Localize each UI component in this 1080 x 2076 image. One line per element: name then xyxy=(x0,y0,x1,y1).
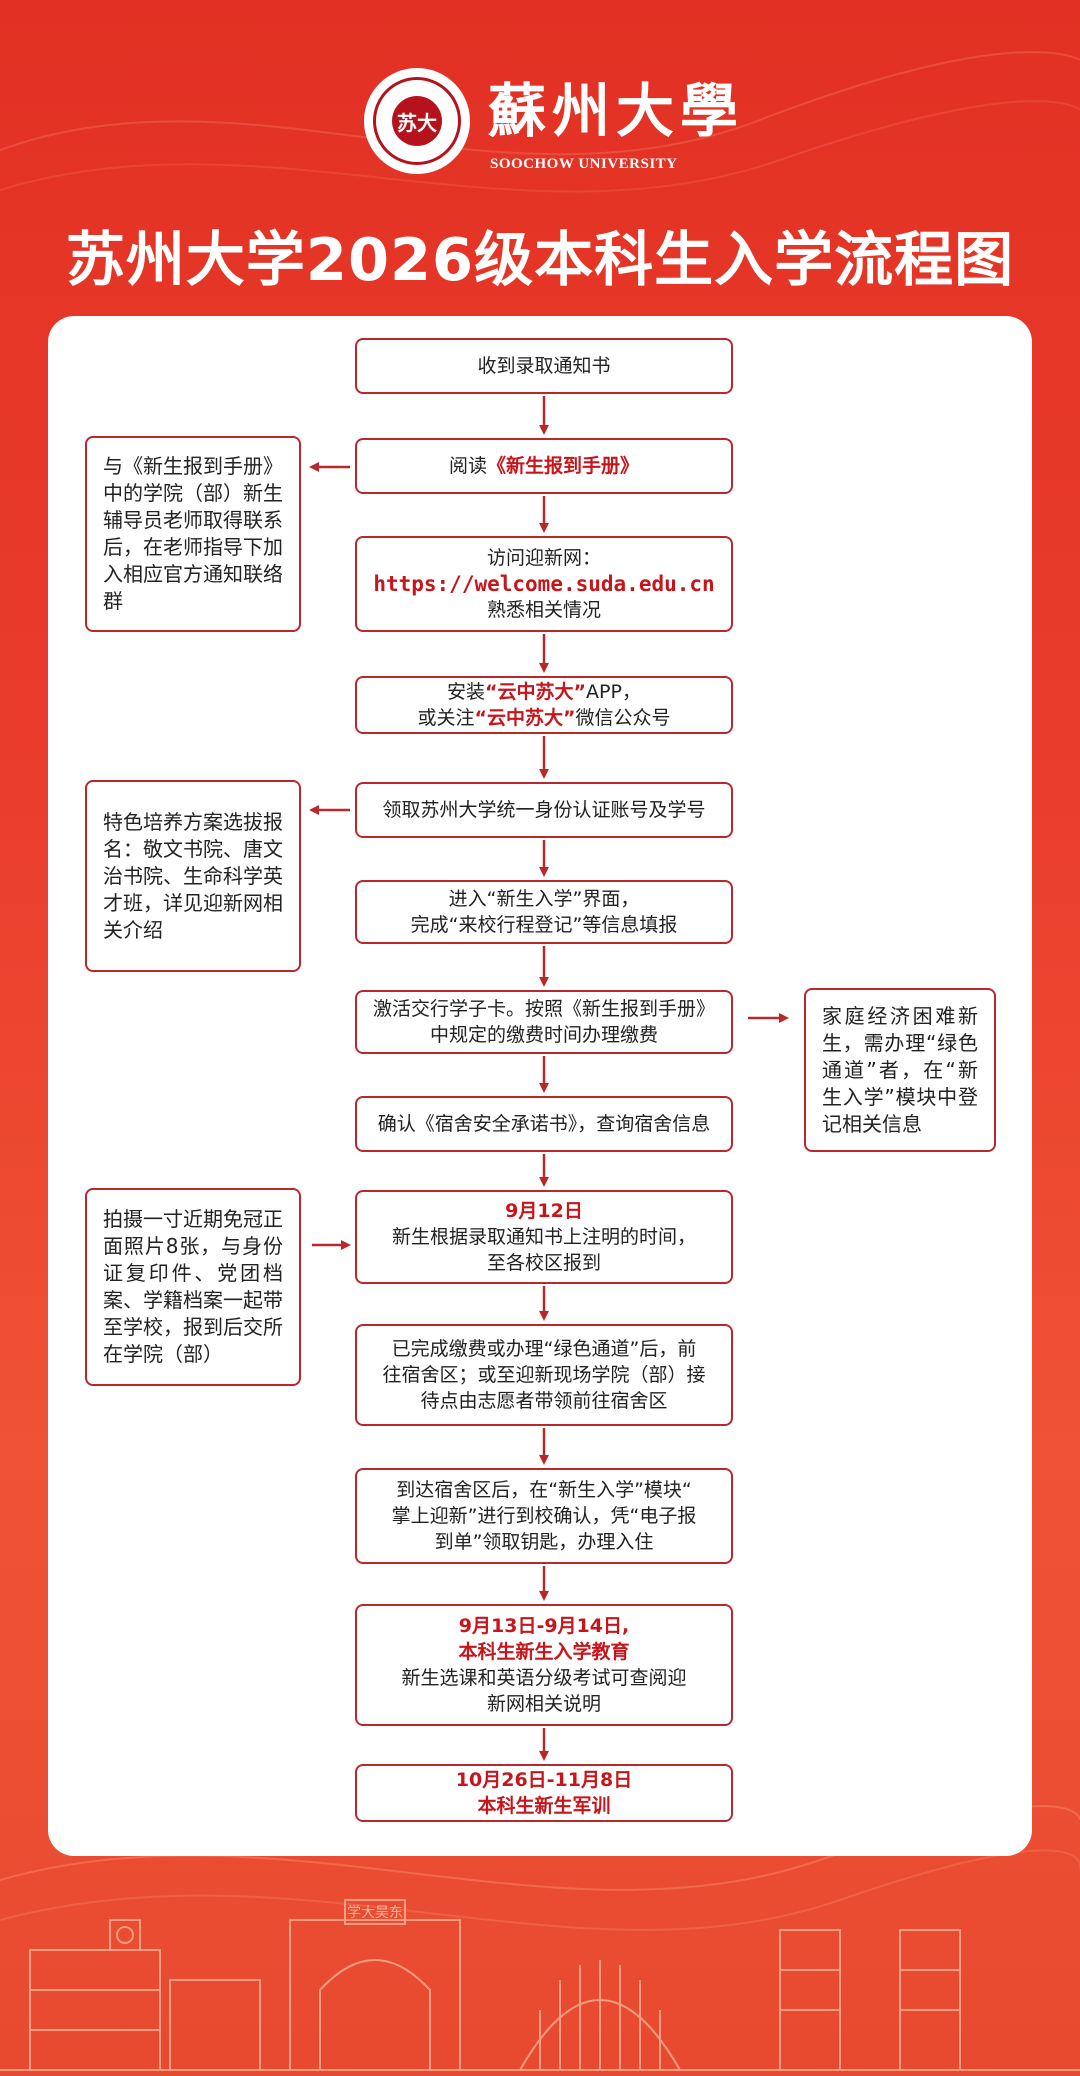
step-11-line-3: 到单”领取钥匙，办理入住 xyxy=(434,1531,654,1553)
step-receive-admission-letter: 收到录取通知书 xyxy=(355,338,733,394)
seal-core-text: 苏大 xyxy=(392,96,442,146)
step-12-line-1: 新生选课和英语分级考试可查阅迎 xyxy=(401,1667,687,1689)
university-name-calligraphy: 蘇州大學 xyxy=(488,77,745,145)
step-read-handbook: 阅读《新生报到手册》 xyxy=(355,438,733,494)
step-12-line-2: 新网相关说明 xyxy=(486,1693,601,1715)
step-11-line-1: 到达宿舍区后，在“新生入学”模块“ xyxy=(396,1479,692,1501)
side-note-contact-counselor: 与《新生报到手册》中的学院（部）新生辅导员老师取得联系后，在老师指导下加入相应官… xyxy=(85,436,301,632)
military-training-title: 本科生新生军训 xyxy=(477,1795,611,1817)
handbook-name: 《新生报到手册》 xyxy=(487,455,640,477)
step-1-text: 收到录取通知书 xyxy=(477,355,611,377)
step-5-text: 领取苏州大学统一身份认证账号及学号 xyxy=(382,799,706,821)
university-name-english: SOOCHOW UNIVERSITY xyxy=(490,156,678,172)
step-7-line-1: 激活交行学子卡。按照《新生报到手册》 xyxy=(372,998,715,1020)
gate-plaque-text: 学大吴东 xyxy=(347,1905,403,1921)
step-11-line-2: 掌上迎新”进行到校确认，凭“电子报 xyxy=(391,1505,697,1527)
step-confirm-dorm: 确认《宿舍安全承诺书》，查询宿舍信息 xyxy=(355,1096,733,1152)
side-note-special-programs: 特色培养方案选拔报名：敬文书院、唐文治书院、生命科学英才班，详见迎新网相关介绍 xyxy=(85,780,301,972)
step-8-text: 确认《宿舍安全承诺书》，查询宿舍信息 xyxy=(377,1113,711,1135)
side-note-green-channel: 家庭经济困难新生，需办理“绿色通道”者，在“新生入学”模块中登记相关信息 xyxy=(804,988,996,1152)
step-install-app: 安装“云中苏大”APP， 或关注“云中苏大”微信公众号 xyxy=(355,676,733,734)
campus-skyline-illustration: 学大吴东 xyxy=(0,1899,1080,2071)
step-get-account: 领取苏州大学统一身份认证账号及学号 xyxy=(355,782,733,838)
step-10-line-1: 已完成缴费或办理“绿色通道”后，前 xyxy=(391,1338,697,1360)
step-4-c: APP， xyxy=(586,681,641,703)
step-visit-welcome-site: 访问迎新网： https://welcome.suda.edu.cn 熟悉相关情… xyxy=(355,536,733,632)
side-note-documents-photos: 拍摄一寸近期免冠正面照片8张，与身份证复印件、党团档案、学籍档案一起带至学校，报… xyxy=(85,1188,301,1386)
step-4-f: 微信公众号 xyxy=(575,707,671,729)
step-activate-card-pay-fees: 激活交行学子卡。按照《新生报到手册》 中规定的缴费时间办理缴费 xyxy=(355,990,733,1054)
side-note-d-text: 拍摄一寸近期免冠正面照片8张，与身份证复印件、党团档案、学籍档案一起带至学校，报… xyxy=(103,1207,283,1366)
registration-date: 9月12日 xyxy=(505,1200,583,1222)
side-note-a-text: 与《新生报到手册》中的学院（部）新生辅导员老师取得联系后，在老师指导下加入相应官… xyxy=(103,454,283,613)
step-3-line-1: 访问迎新网： xyxy=(486,547,601,569)
step-3-line-3: 熟悉相关情况 xyxy=(486,599,601,621)
orientation-title: 本科生新生入学教育 xyxy=(458,1641,630,1663)
side-note-b-text: 特色培养方案选拔报名：敬文书院、唐文治书院、生命科学英才班，详见迎新网相关介绍 xyxy=(103,809,283,942)
military-training-date: 10月26日-11月8日 xyxy=(455,1769,633,1791)
step-10-line-3: 待点由志愿者带领前往宿舍区 xyxy=(420,1390,668,1412)
step-10-line-2: 往宿舍区；或至迎新现场学院（部）接 xyxy=(382,1364,706,1386)
step-9-line-1: 新生根据录取通知书上注明的时间， xyxy=(391,1226,696,1248)
step-2-text: 阅读 xyxy=(448,455,487,477)
wechat-name: “云中苏大” xyxy=(474,707,576,729)
step-9-line-2: 至各校区报到 xyxy=(486,1252,601,1274)
step-enter-freshman-portal: 进入“新生入学”界面， 完成“来校行程登记”等信息填报 xyxy=(355,880,733,944)
step-7-line-2: 中规定的缴费时间办理缴费 xyxy=(429,1024,658,1046)
step-military-training: 10月26日-11月8日 本科生新生军训 xyxy=(355,1764,733,1822)
step-registration-day: 9月12日 新生根据录取通知书上注明的时间， 至各校区报到 xyxy=(355,1190,733,1284)
welcome-site-link[interactable]: https://welcome.suda.edu.cn xyxy=(373,572,715,596)
step-4-a: 安装 xyxy=(447,681,486,703)
step-check-in: 到达宿舍区后，在“新生入学”模块“ 掌上迎新”进行到校确认，凭“电子报 到单”领… xyxy=(355,1468,733,1564)
step-orientation-education: 9月13日-9月14日, 本科生新生入学教育 新生选课和英语分级考试可查阅迎 新… xyxy=(355,1604,733,1726)
step-go-to-dorm: 已完成缴费或办理“绿色通道”后，前 往宿舍区；或至迎新现场学院（部）接 待点由志… xyxy=(355,1324,733,1426)
step-6-line-1: 进入“新生入学”界面， xyxy=(448,888,640,910)
step-6-line-2: 完成“来校行程登记”等信息填报 xyxy=(410,914,678,936)
page-title: 苏州大学2026级本科生入学流程图 xyxy=(65,225,1015,294)
orientation-date: 9月13日-9月14日, xyxy=(458,1615,630,1637)
university-seal-logo: 苏大 xyxy=(364,68,470,174)
header: 苏大 蘇州大學 SOOCHOW UNIVERSITY xyxy=(0,68,1080,188)
app-name: “云中苏大” xyxy=(485,681,587,703)
side-note-c-text: 家庭经济困难新生，需办理“绿色通道”者，在“新生入学”模块中登记相关信息 xyxy=(822,1003,978,1136)
step-4-d: 或关注 xyxy=(417,707,475,729)
